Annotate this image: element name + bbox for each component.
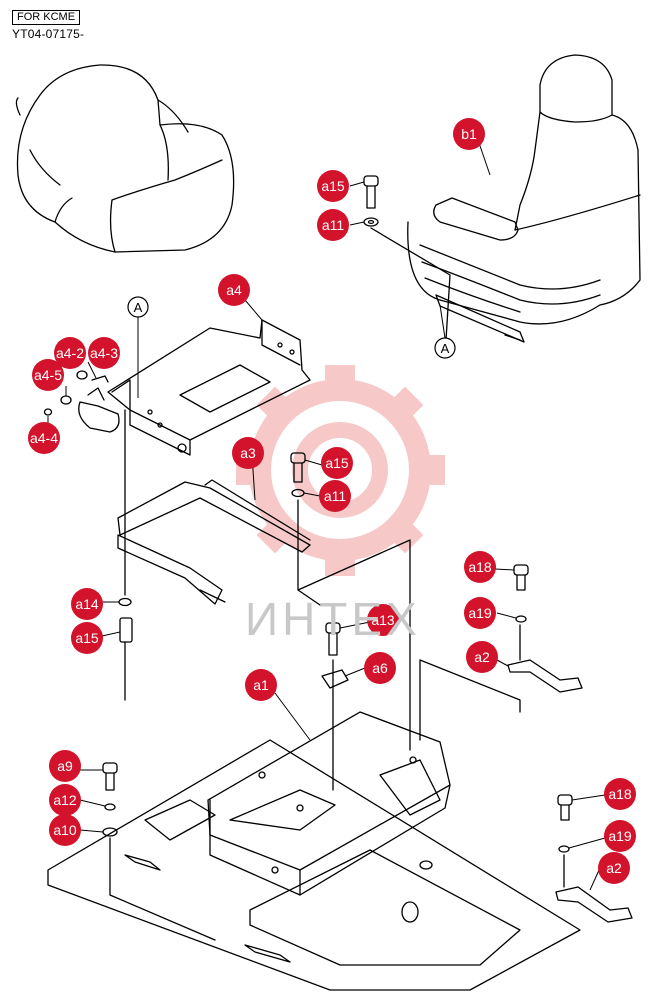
svg-text:a10: a10 (53, 822, 77, 838)
callout-a4-3: a4-3 (88, 337, 120, 369)
callout-a1: a1 (245, 669, 277, 701)
svg-text:a18: a18 (468, 559, 492, 575)
svg-text:a4-5: a4-5 (34, 367, 62, 383)
callout-a18-top: a18 (464, 551, 496, 583)
seat-bracket-illustration (107, 319, 311, 456)
svg-text:a13: a13 (371, 612, 395, 628)
callout-a13: a13 (367, 604, 399, 636)
header-label: FOR KCME (17, 11, 76, 23)
svg-text:a4: a4 (226, 282, 242, 298)
callout-a10: a10 (49, 814, 81, 846)
bolt-a13 (321, 622, 349, 791)
callout-a14: a14 (71, 588, 103, 620)
svg-text:a2: a2 (606, 860, 622, 876)
callout-b1: b1 (453, 118, 485, 150)
callout-a4: a4 (218, 274, 250, 306)
svg-text:a18: a18 (608, 786, 632, 802)
callout-a6: a6 (364, 652, 396, 684)
bolt-low (118, 409, 133, 701)
seat-cover-illustration (15, 64, 235, 253)
callout-a4-5: a4-5 (32, 359, 64, 391)
slide-rail-illustration (117, 479, 311, 605)
callout-a15-top: a15 (317, 170, 349, 202)
callout-a4-4: a4-4 (28, 422, 60, 454)
svg-text:a6: a6 (372, 660, 388, 676)
svg-text:a15: a15 (325, 455, 349, 471)
leader-lines (419, 659, 521, 741)
floor-plate-illustration (47, 739, 581, 991)
callout-a12: a12 (49, 784, 81, 816)
bolt-left (102, 762, 216, 941)
svg-text:a19: a19 (468, 605, 492, 621)
svg-text:a19: a19 (608, 828, 632, 844)
svg-text:a11: a11 (324, 488, 347, 504)
right-bracket-top (507, 564, 583, 693)
callout-a2-top: a2 (466, 641, 498, 673)
svg-text:a4-4: a4-4 (30, 430, 58, 446)
callout-a9: a9 (49, 750, 81, 782)
callout-a19-top: a19 (464, 597, 496, 629)
svg-text:a3: a3 (240, 445, 256, 461)
callout-a19-bottom: a19 (604, 820, 636, 852)
svg-text:a9: a9 (57, 758, 73, 774)
bolt-mid (290, 452, 411, 751)
bolt-top (363, 175, 451, 341)
reference-a-top: A (127, 296, 149, 398)
svg-text:a15: a15 (75, 630, 99, 646)
svg-text:a2: a2 (474, 649, 490, 665)
callout-a3: a3 (232, 437, 264, 469)
svg-text:b1: b1 (461, 126, 477, 142)
callout-a2-bottom: a2 (598, 852, 630, 884)
lever-assembly-illustration (43, 370, 120, 433)
svg-text:a1: a1 (253, 677, 269, 693)
svg-text:a4-3: a4-3 (90, 345, 118, 361)
callout-a18-bottom: a18 (604, 778, 636, 810)
operator-seat-illustration (407, 54, 641, 343)
callout-a15-low: a15 (71, 622, 103, 654)
callout-a4-2: a4-2 (54, 337, 86, 369)
svg-text:A: A (441, 341, 450, 356)
svg-text:a15: a15 (321, 178, 345, 194)
callout-a15-mid: a15 (321, 447, 353, 479)
svg-text:a11: a11 (322, 217, 345, 233)
reference-a-bottom: A (434, 304, 456, 359)
callout-leaders (47, 139, 606, 891)
header-code: YT04-07175- (12, 27, 85, 41)
callout-a11-top: a11 (317, 209, 349, 241)
header-label-box: FOR KCME (12, 10, 81, 25)
svg-text:a14: a14 (75, 596, 99, 612)
callout-a11-mid: a11 (319, 480, 351, 512)
watermark-text: ИНТЕХ (245, 593, 421, 645)
main-frame-illustration (207, 711, 451, 896)
svg-text:a12: a12 (53, 792, 77, 808)
svg-text:A: A (134, 300, 143, 315)
svg-text:a4-2: a4-2 (56, 345, 84, 361)
